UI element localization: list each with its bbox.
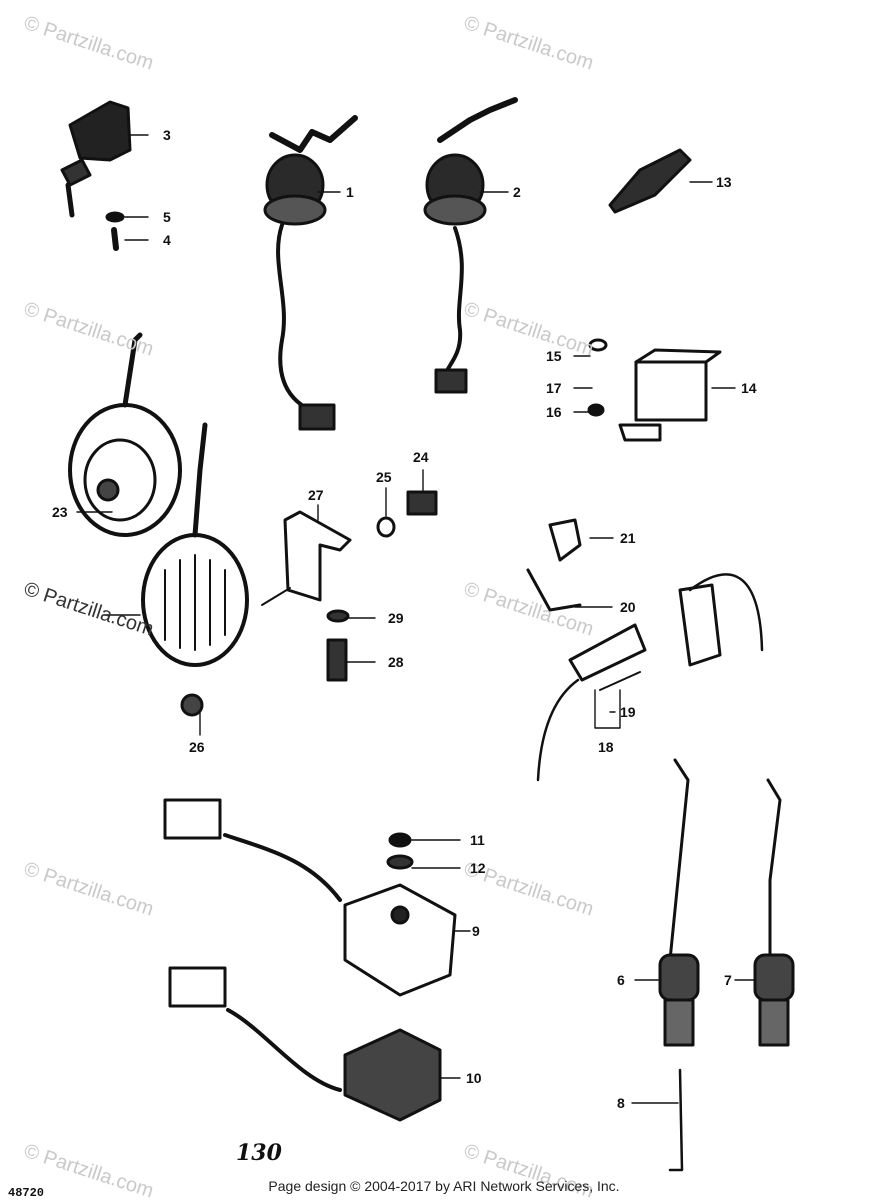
part-label-24[interactable]: 24 [413,449,429,465]
copyright-footer: Page design © 2004-2017 by ARI Network S… [268,1178,620,1194]
part-label-15[interactable]: 15 [546,348,562,364]
sensor-13-drawing [608,148,692,214]
part-label-5[interactable]: 5 [163,209,171,225]
part-label-16[interactable]: 16 [546,404,562,420]
part-label-29[interactable]: 29 [388,610,404,626]
horns-drawing [68,332,249,717]
part-label-4[interactable]: 4 [163,232,171,248]
part-label-3[interactable]: 3 [163,127,171,143]
connectors-drawing [163,798,457,1122]
part-label-10[interactable]: 10 [466,1070,482,1086]
part-label-14[interactable]: 14 [741,380,757,396]
part-label-28[interactable]: 28 [388,654,404,670]
part-label-6[interactable]: 6 [617,972,625,988]
part-label-20[interactable]: 20 [620,599,636,615]
switches-6-7-drawing [658,758,795,1172]
relay-14-drawing [587,338,722,442]
figure-number: 130 [236,1140,282,1166]
part-label-19[interactable]: 19 [620,704,636,720]
part-label-1[interactable]: 1 [346,184,354,200]
part-label-17[interactable]: 17 [546,380,562,396]
fuse-holder-drawing [526,518,764,782]
part-label-2[interactable]: 2 [513,184,521,200]
part-label-9[interactable]: 9 [472,923,480,939]
part-label-25[interactable]: 25 [376,469,392,485]
part-label-12[interactable]: 12 [470,860,486,876]
bracket-27-drawing [261,490,438,682]
part-label-23[interactable]: 23 [52,504,68,520]
part-label-11[interactable]: 11 [470,832,485,848]
part-label-26[interactable]: 26 [189,739,205,755]
part-label-8[interactable]: 8 [617,1095,625,1111]
part-label-13[interactable]: 13 [716,174,732,190]
part-label-18[interactable]: 18 [598,739,614,755]
part-label-21[interactable]: 21 [620,530,636,546]
lock-3-drawing [60,100,132,251]
corner-code: 48720 [8,1186,45,1200]
part-label-27[interactable]: 27 [308,487,324,503]
part-label-7[interactable]: 7 [724,972,732,988]
ignition-switch-1-drawing [263,115,358,431]
ignition-switch-2-drawing [423,97,518,394]
leader-lines [76,134,756,1104]
